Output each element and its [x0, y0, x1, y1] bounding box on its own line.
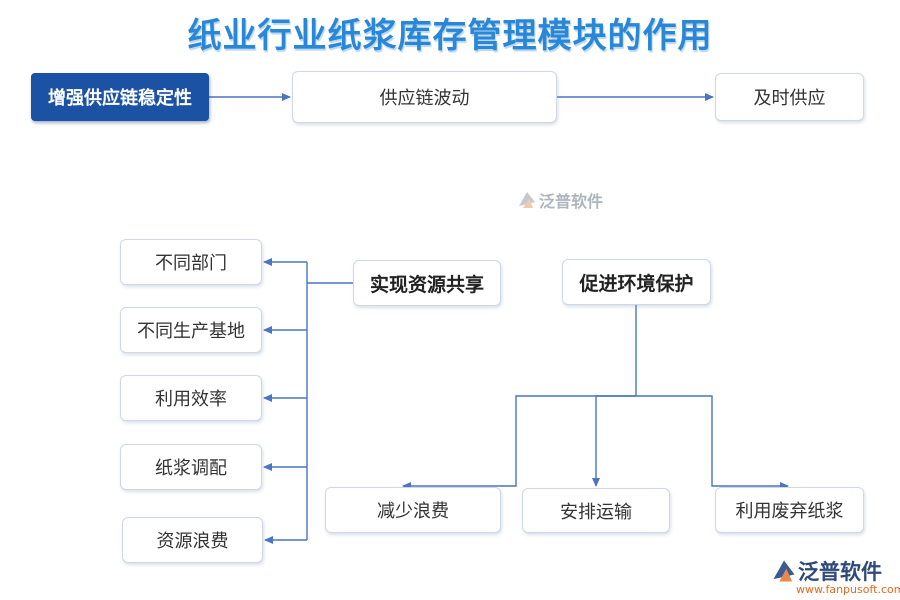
arrow-right-1	[402, 395, 636, 490]
arrow-right-2	[592, 395, 636, 487]
hub-resource-sharing: 实现资源共享	[353, 260, 501, 306]
right-item-label: 减少浪费	[377, 501, 449, 522]
watermark-url: www.fanpusoft.com	[796, 583, 900, 596]
left-item-label: 不同生产基地	[137, 321, 245, 342]
right-box: 及时供应	[715, 73, 864, 121]
hub-resource-sharing-label: 实现资源共享	[369, 273, 484, 296]
root-box: 增强供应链稳定性	[31, 73, 209, 121]
left-item-label: 资源浪费	[156, 531, 229, 552]
watermark-corner-text: 泛普软件	[798, 560, 882, 584]
brand-logo-icon	[773, 560, 795, 582]
hub-environment-label: 促进环境保护	[579, 272, 694, 295]
hub-environment: 促进环境保护	[562, 259, 711, 305]
right-item-label: 利用废弃纸浆	[735, 501, 844, 522]
right-item: 减少浪费	[325, 487, 501, 533]
left-item: 纸浆调配	[120, 444, 262, 490]
root-label: 增强供应链稳定性	[48, 88, 192, 109]
watermark-center-text: 泛普软件	[539, 192, 604, 211]
left-item-label: 利用效率	[155, 389, 227, 410]
right-item: 安排运输	[522, 488, 670, 533]
middle-box: 供应链波动	[292, 71, 557, 123]
left-item-label: 不同部门	[155, 253, 227, 274]
right-label: 及时供应	[753, 88, 826, 109]
left-item: 利用效率	[120, 375, 262, 421]
left-item: 不同生产基地	[120, 307, 262, 353]
watermark-corner: 泛普软件	[770, 556, 882, 586]
left-item: 资源浪费	[122, 517, 263, 563]
arrow-right-3	[636, 395, 789, 490]
brand-logo-icon	[519, 192, 535, 208]
right-item-label: 安排运输	[560, 501, 632, 523]
page-title: 纸业行业纸浆库存管理模块的作用	[187, 16, 713, 56]
middle-label: 供应链波动	[379, 88, 470, 109]
watermark-center: 泛普软件	[515, 188, 603, 212]
right-item: 利用废弃纸浆	[715, 487, 864, 533]
left-item: 不同部门	[120, 239, 262, 285]
left-item-label: 纸浆调配	[155, 458, 227, 479]
